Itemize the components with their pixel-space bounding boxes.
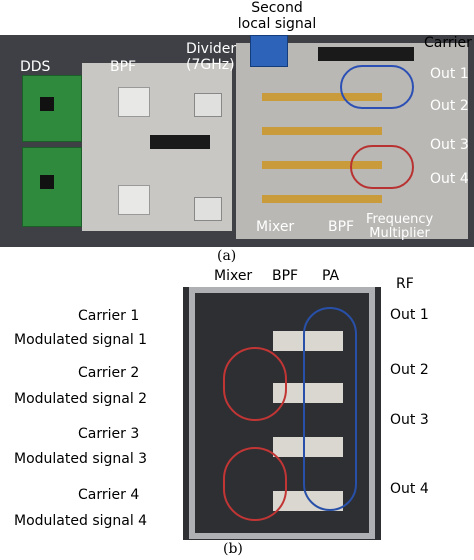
bpf2-label: BPF xyxy=(328,219,355,235)
mixer-row xyxy=(262,127,382,135)
modulated-signal-4-label: Modulated signal 4 xyxy=(14,513,148,529)
cable-bundle xyxy=(350,145,414,189)
terminal-block xyxy=(318,47,414,61)
caption-a: (a) xyxy=(217,248,237,264)
pcb-row xyxy=(273,383,343,403)
carrier-1-label: Carrier 1 xyxy=(78,308,140,324)
mixer-row xyxy=(262,195,382,203)
bpf-module xyxy=(118,87,150,117)
header-pa: PA xyxy=(322,268,340,284)
carrier-label: Carrier xyxy=(424,35,472,51)
local-oscillator-box xyxy=(250,35,288,67)
carrier-4-label: Carrier 4 xyxy=(78,487,140,503)
chip xyxy=(40,97,54,111)
chip xyxy=(40,175,54,189)
photo-a: DDS BPF Divider (7GHz) Mixer BPF Frequen… xyxy=(0,35,474,247)
out-b-4-label: Out 4 xyxy=(390,481,429,497)
carrier-2-label: Carrier 2 xyxy=(78,365,140,381)
out-4-label: Out 4 xyxy=(430,171,469,187)
cable-bundle xyxy=(223,447,287,521)
mixer-row xyxy=(262,161,382,169)
out-3-label: Out 3 xyxy=(430,137,469,153)
out-b-3-label: Out 3 xyxy=(390,412,429,428)
second-local-signal-label: Second local signal xyxy=(237,0,317,32)
bpf-label: BPF xyxy=(110,59,137,75)
terminal-block xyxy=(150,135,210,149)
carrier-3-label: Carrier 3 xyxy=(78,426,140,442)
cable-bundle xyxy=(340,65,414,109)
out-1-label: Out 1 xyxy=(430,66,469,82)
caption-b: (b) xyxy=(223,541,243,557)
mixer-label: Mixer xyxy=(256,219,295,235)
out-b-2-label: Out 2 xyxy=(390,362,429,378)
photo-b xyxy=(183,287,381,540)
frequency-multiplier-label: Frequency Multiplier xyxy=(366,212,434,241)
modulated-signal-3-label: Modulated signal 3 xyxy=(14,451,148,467)
header-rf: RF xyxy=(396,276,414,292)
header-mixer: Mixer xyxy=(214,268,253,284)
cable-bundle xyxy=(303,307,357,511)
divider-label: Divider (7GHz) xyxy=(186,41,237,73)
cable-bundle xyxy=(223,347,287,421)
divider-module xyxy=(194,93,222,117)
out-2-label: Out 2 xyxy=(430,98,469,114)
modulated-signal-2-label: Modulated signal 2 xyxy=(14,391,148,407)
modulated-signal-1-label: Modulated signal 1 xyxy=(14,332,148,348)
chassis-frame xyxy=(189,287,375,539)
pcb-row xyxy=(273,437,343,457)
mixer-row xyxy=(262,93,382,101)
header-bpf: BPF xyxy=(272,268,299,284)
dds-label: DDS xyxy=(20,59,51,75)
divider-module xyxy=(194,197,222,221)
out-b-1-label: Out 1 xyxy=(390,307,429,323)
bpf-module xyxy=(118,185,150,215)
